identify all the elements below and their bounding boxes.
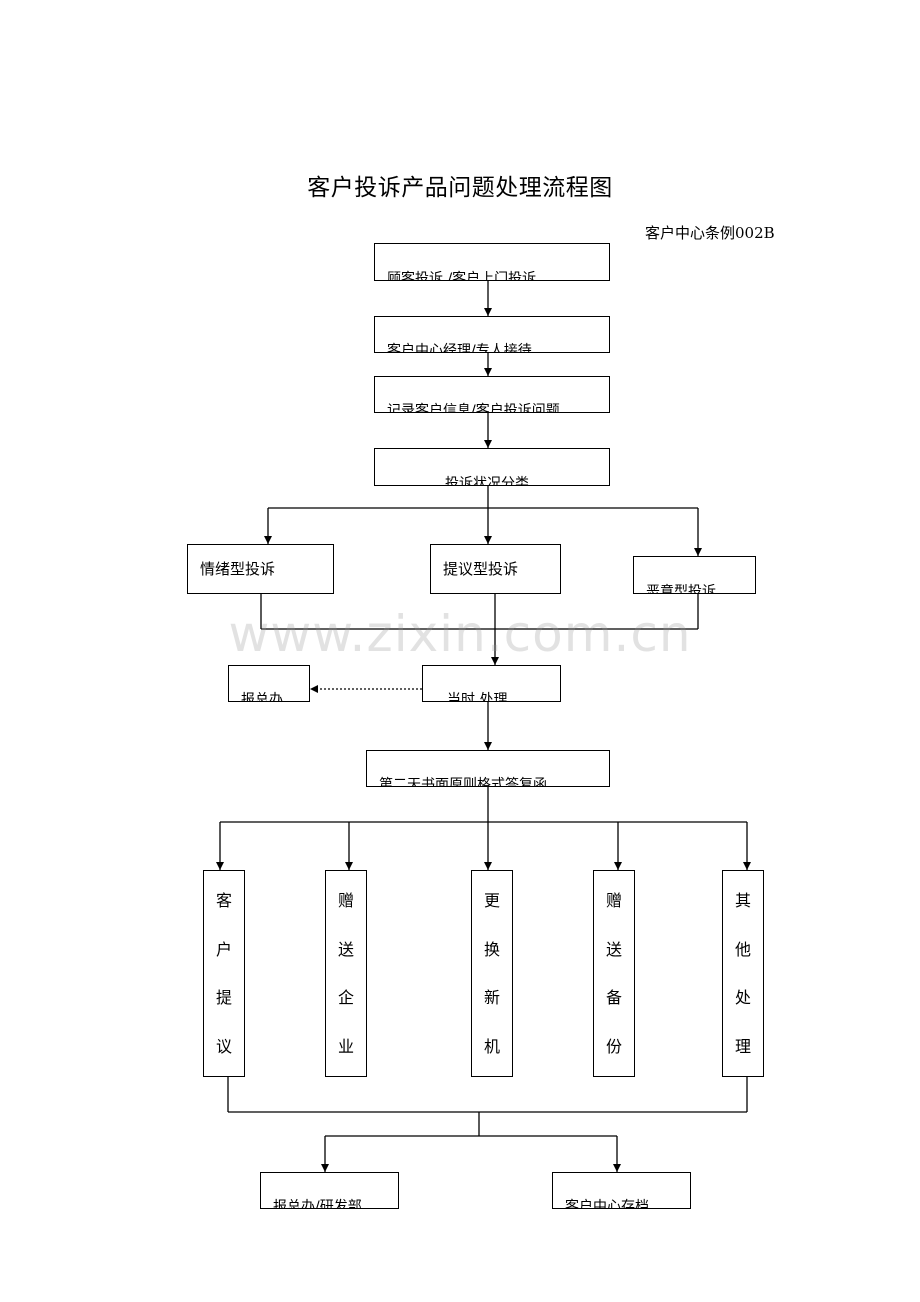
option-char: 户 <box>215 939 232 959</box>
type-suggestion-complaint: 提议型投诉 <box>430 544 561 594</box>
option-char: 处 <box>734 988 751 1007</box>
final-archive: 客户中心存档 <box>552 1172 691 1209</box>
step-report-gm: 报总办 <box>228 665 310 702</box>
final-report-rd-label: 报总办/研发部 <box>273 1199 362 1209</box>
step-handle-now-label: 当时 处理 <box>447 692 508 702</box>
option-char: 赠 <box>605 891 622 910</box>
option-char: 换 <box>483 939 500 959</box>
option-char: 其 <box>734 891 751 910</box>
watermark: www.zixin.com.cn <box>228 605 692 663</box>
step-receive-label: 顾客投诉 /客户上门投诉 <box>387 271 537 281</box>
option-char: 送 <box>605 939 622 959</box>
option-other-handling: 其 他 处 理 <box>722 870 764 1077</box>
type-emotional-label: 情绪型投诉 <box>200 560 276 578</box>
option-char: 客 <box>215 891 232 910</box>
step-receive-complaint: 顾客投诉 /客户上门投诉 <box>374 243 610 281</box>
final-archive-label: 客户中心存档 <box>565 1199 649 1209</box>
step-handle-now: 当时 处理 <box>422 665 561 702</box>
type-emotional-complaint: 情绪型投诉 <box>187 544 334 594</box>
type-suggestion-label: 提议型投诉 <box>443 560 519 578</box>
type-malicious-complaint: 恶意型投诉 <box>633 556 756 594</box>
option-char: 赠 <box>337 891 354 910</box>
step-classify-label: 投诉状况分类 <box>445 476 529 486</box>
option-char: 提 <box>215 988 232 1007</box>
option-gift-enterprise: 赠 送 企 业 <box>325 870 367 1077</box>
step-manager-label: 客户中心经理/专人接待 <box>387 343 532 353</box>
option-char: 新 <box>483 988 500 1007</box>
option-char: 更 <box>483 891 500 910</box>
step-written-reply: 第二天书面原则格式答复函 <box>366 750 610 787</box>
step-written-reply-label: 第二天书面原则格式答复函 <box>379 777 547 787</box>
option-customer-suggestion: 客 户 提 议 <box>203 870 245 1077</box>
option-char: 份 <box>605 1036 622 1056</box>
option-char: 机 <box>483 1036 500 1056</box>
option-char: 议 <box>215 1036 232 1056</box>
step-record-label: 记录客户信息/客户投诉问题 <box>387 403 560 413</box>
document-code: 客户中心条例002B <box>645 224 775 242</box>
option-char: 他 <box>734 939 751 959</box>
option-char: 送 <box>337 939 354 959</box>
option-gift-spare: 赠 送 备 份 <box>593 870 635 1077</box>
final-report-rd: 报总办/研发部 <box>260 1172 399 1209</box>
step-classify: 投诉状况分类 <box>374 448 610 486</box>
option-replace-machine: 更 换 新 机 <box>471 870 513 1077</box>
option-char: 备 <box>605 988 622 1007</box>
page-title: 客户投诉产品问题处理流程图 <box>307 175 613 201</box>
type-malicious-label: 恶意型投诉 <box>646 584 716 594</box>
step-record-info: 记录客户信息/客户投诉问题 <box>374 376 610 413</box>
step-manager-reception: 客户中心经理/专人接待 <box>374 316 610 353</box>
option-char: 企 <box>337 988 354 1007</box>
option-char: 理 <box>734 1036 751 1056</box>
step-report-gm-label: 报总办 <box>241 692 283 702</box>
option-char: 业 <box>337 1036 354 1056</box>
